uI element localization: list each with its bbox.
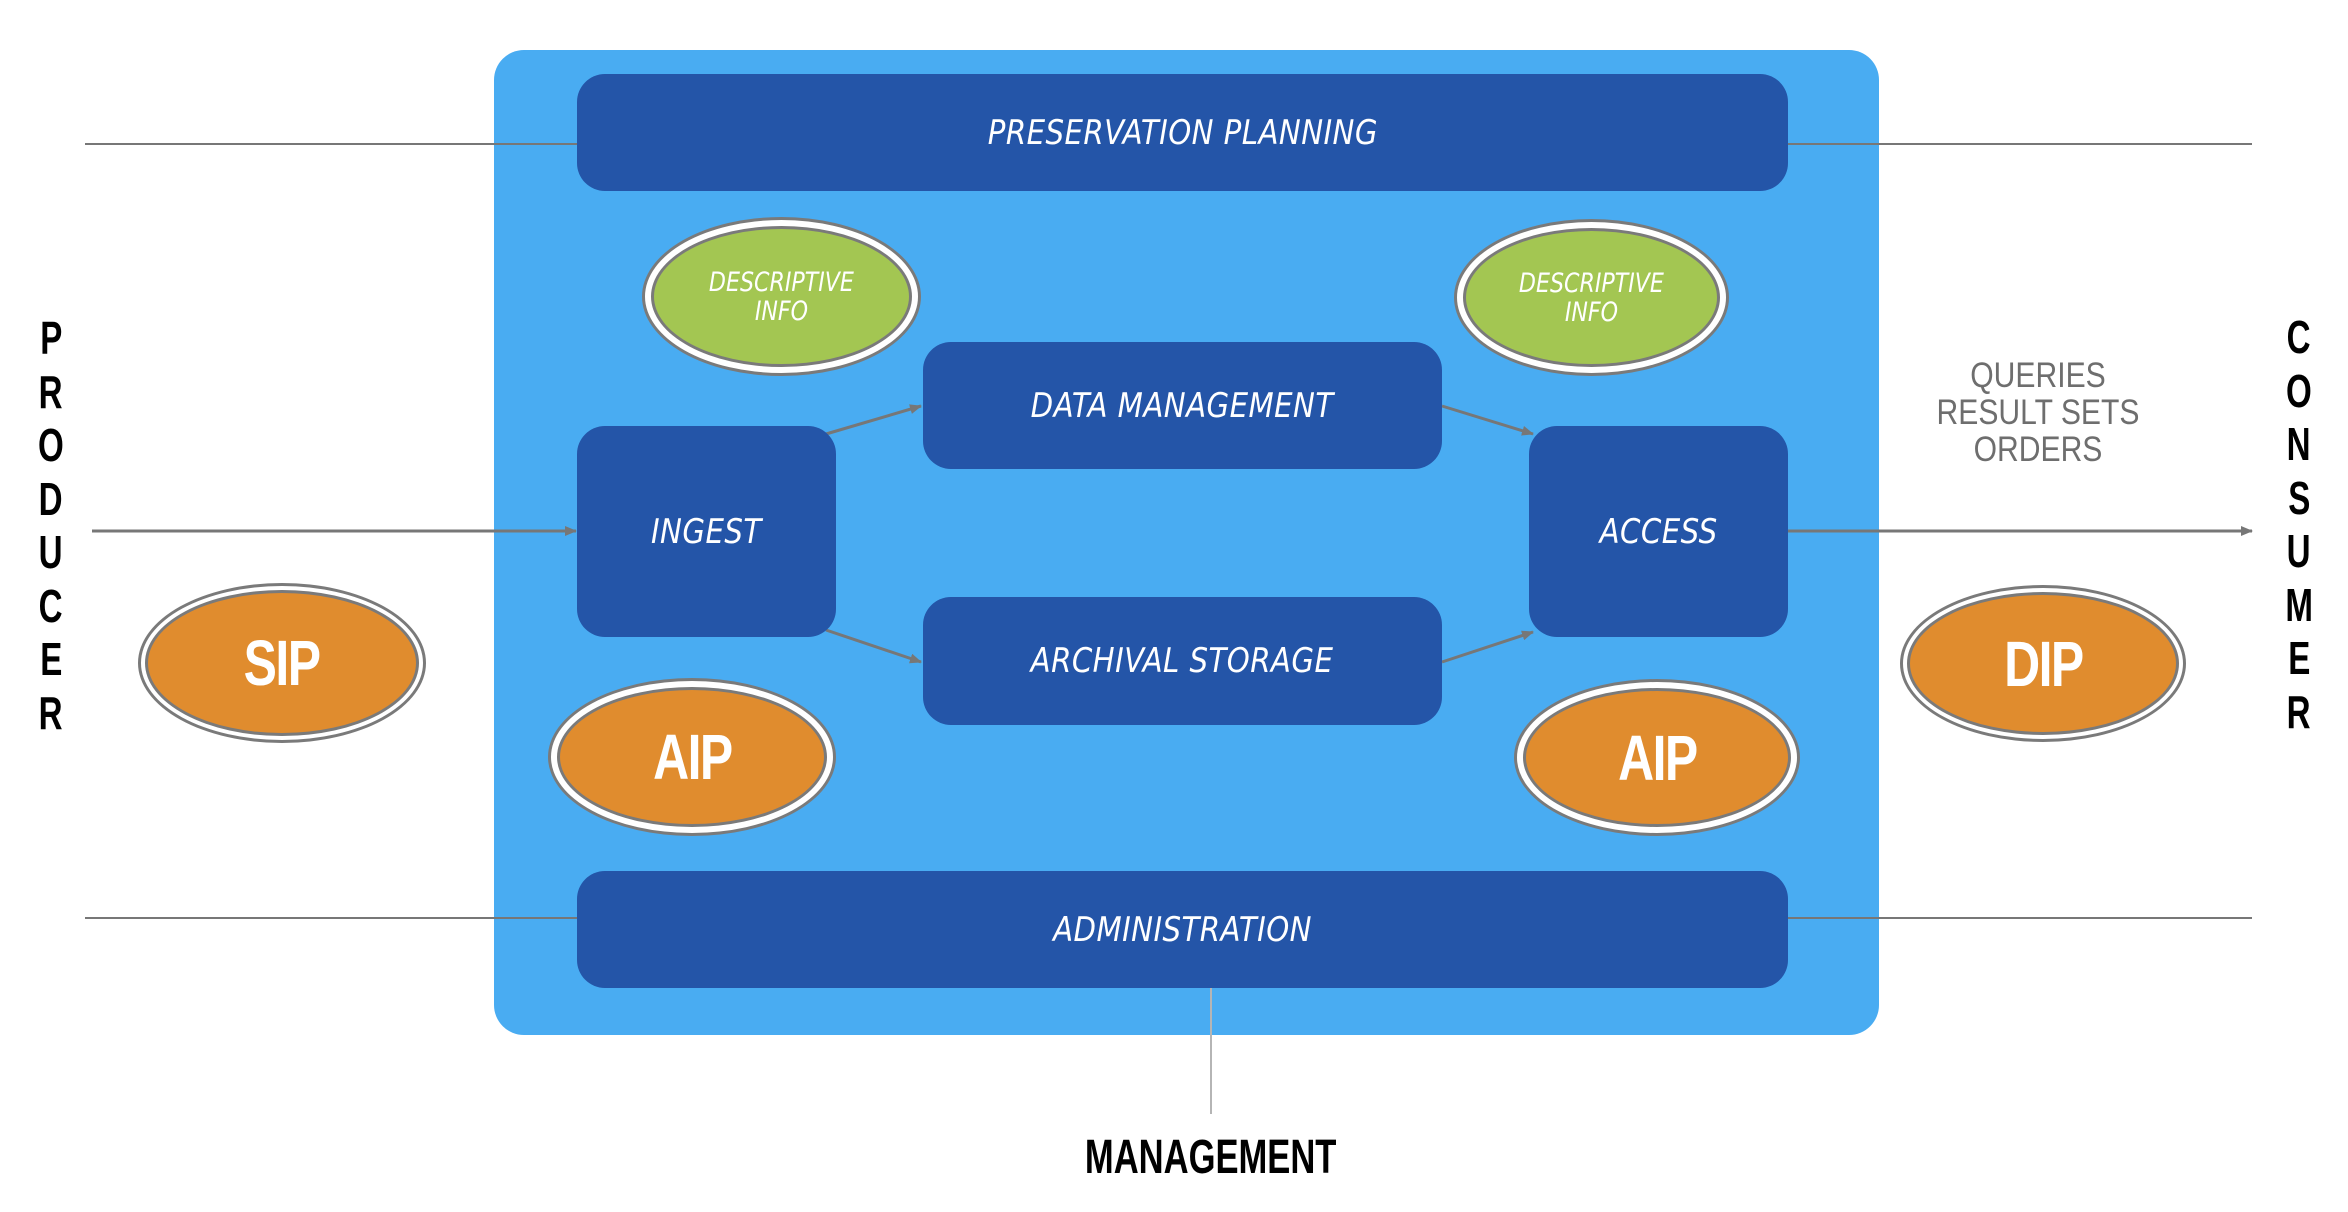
data-management-label: DATA MANAGEMENT	[1030, 385, 1334, 426]
descriptive-info-fill: DESCRIPTIVE INFO	[1463, 228, 1720, 367]
preservation-planning-label: PRESERVATION PLANNING	[987, 112, 1378, 153]
consumer-letter: M	[2285, 578, 2313, 631]
consumer-letter: N	[2287, 418, 2311, 470]
management-label[interactable]: MANAGEMENT	[1085, 1131, 1337, 1184]
archival-storage-box[interactable]: ARCHIVAL STORAGE	[923, 597, 1442, 725]
dip-fill: DIP	[1907, 592, 2179, 735]
descriptive-info-line1: DESCRIPTIVE	[1518, 267, 1665, 299]
sip-ellipse[interactable]: SIP	[138, 583, 426, 743]
consumer-letter: R	[2287, 685, 2311, 738]
producer-label[interactable]: P R O D U C E R	[21, 312, 81, 740]
producer-letter: C	[39, 579, 63, 632]
consumer-letter: O	[2286, 364, 2312, 417]
producer-letter: R	[39, 686, 63, 739]
preservation-planning-box[interactable]: PRESERVATION PLANNING	[577, 74, 1788, 191]
aip-fill: AIP	[557, 687, 827, 827]
archival-storage-label: ARCHIVAL STORAGE	[1031, 641, 1334, 681]
aip-fill: AIP	[1523, 688, 1791, 827]
producer-letter: O	[38, 419, 64, 471]
descriptive-info-fill: DESCRIPTIVE INFO	[651, 226, 912, 367]
management-label-wrap: MANAGEMENT	[1011, 1130, 1411, 1185]
producer-letter: R	[39, 365, 63, 418]
descriptive-info-line2: INFO	[754, 295, 809, 327]
descriptive-info-ellipse-right[interactable]: DESCRIPTIVE INFO	[1454, 219, 1729, 376]
ingest-box[interactable]: INGEST	[577, 426, 836, 637]
producer-letter: E	[39, 633, 63, 685]
aip-ellipse-right[interactable]: AIP	[1514, 679, 1800, 836]
dip-label: DIP	[2003, 627, 2084, 700]
data-management-box[interactable]: DATA MANAGEMENT	[923, 342, 1442, 469]
aip-label: AIP	[652, 721, 733, 793]
annotation-queries: QUERIES	[1970, 356, 2106, 395]
sip-fill: SIP	[145, 590, 419, 736]
dip-ellipse[interactable]: DIP	[1900, 585, 2186, 742]
ingest-to-archival-storage-arrow	[825, 628, 922, 664]
sip-label: SIP	[244, 627, 321, 699]
producer-letter: D	[39, 472, 63, 525]
descriptive-info-ellipse-left[interactable]: DESCRIPTIVE INFO	[642, 217, 921, 376]
consumer-letter: C	[2287, 311, 2311, 363]
consumer-annotation: QUERIES RESULT SETS ORDERS	[1898, 357, 2178, 468]
consumer-letter: U	[2287, 525, 2311, 577]
annotation-result-sets: RESULT SETS	[1936, 393, 2140, 432]
data-management-to-access-arrow	[1441, 404, 1534, 436]
ingest-to-data-management-arrow	[825, 404, 922, 436]
archival-storage-to-access-arrow	[1441, 630, 1534, 664]
annotation-orders: ORDERS	[1973, 430, 2103, 469]
aip-ellipse-left[interactable]: AIP	[548, 678, 836, 836]
consumer-label[interactable]: C O N S U M E R	[2269, 311, 2329, 739]
producer-letter: P	[39, 312, 63, 364]
administration-label: ADMINISTRATION	[1053, 909, 1312, 950]
producer-letter: U	[39, 526, 63, 578]
consumer-letter: S	[2287, 471, 2311, 524]
descriptive-info-line2: INFO	[1564, 296, 1619, 328]
administration-box[interactable]: ADMINISTRATION	[577, 871, 1788, 988]
access-label: ACCESS	[1599, 511, 1718, 552]
ingest-label: INGEST	[651, 511, 762, 552]
aip-label: AIP	[1617, 721, 1698, 794]
consumer-letter: E	[2287, 632, 2311, 684]
descriptive-info-line1: DESCRIPTIVE	[708, 266, 855, 298]
access-box[interactable]: ACCESS	[1529, 426, 1788, 637]
